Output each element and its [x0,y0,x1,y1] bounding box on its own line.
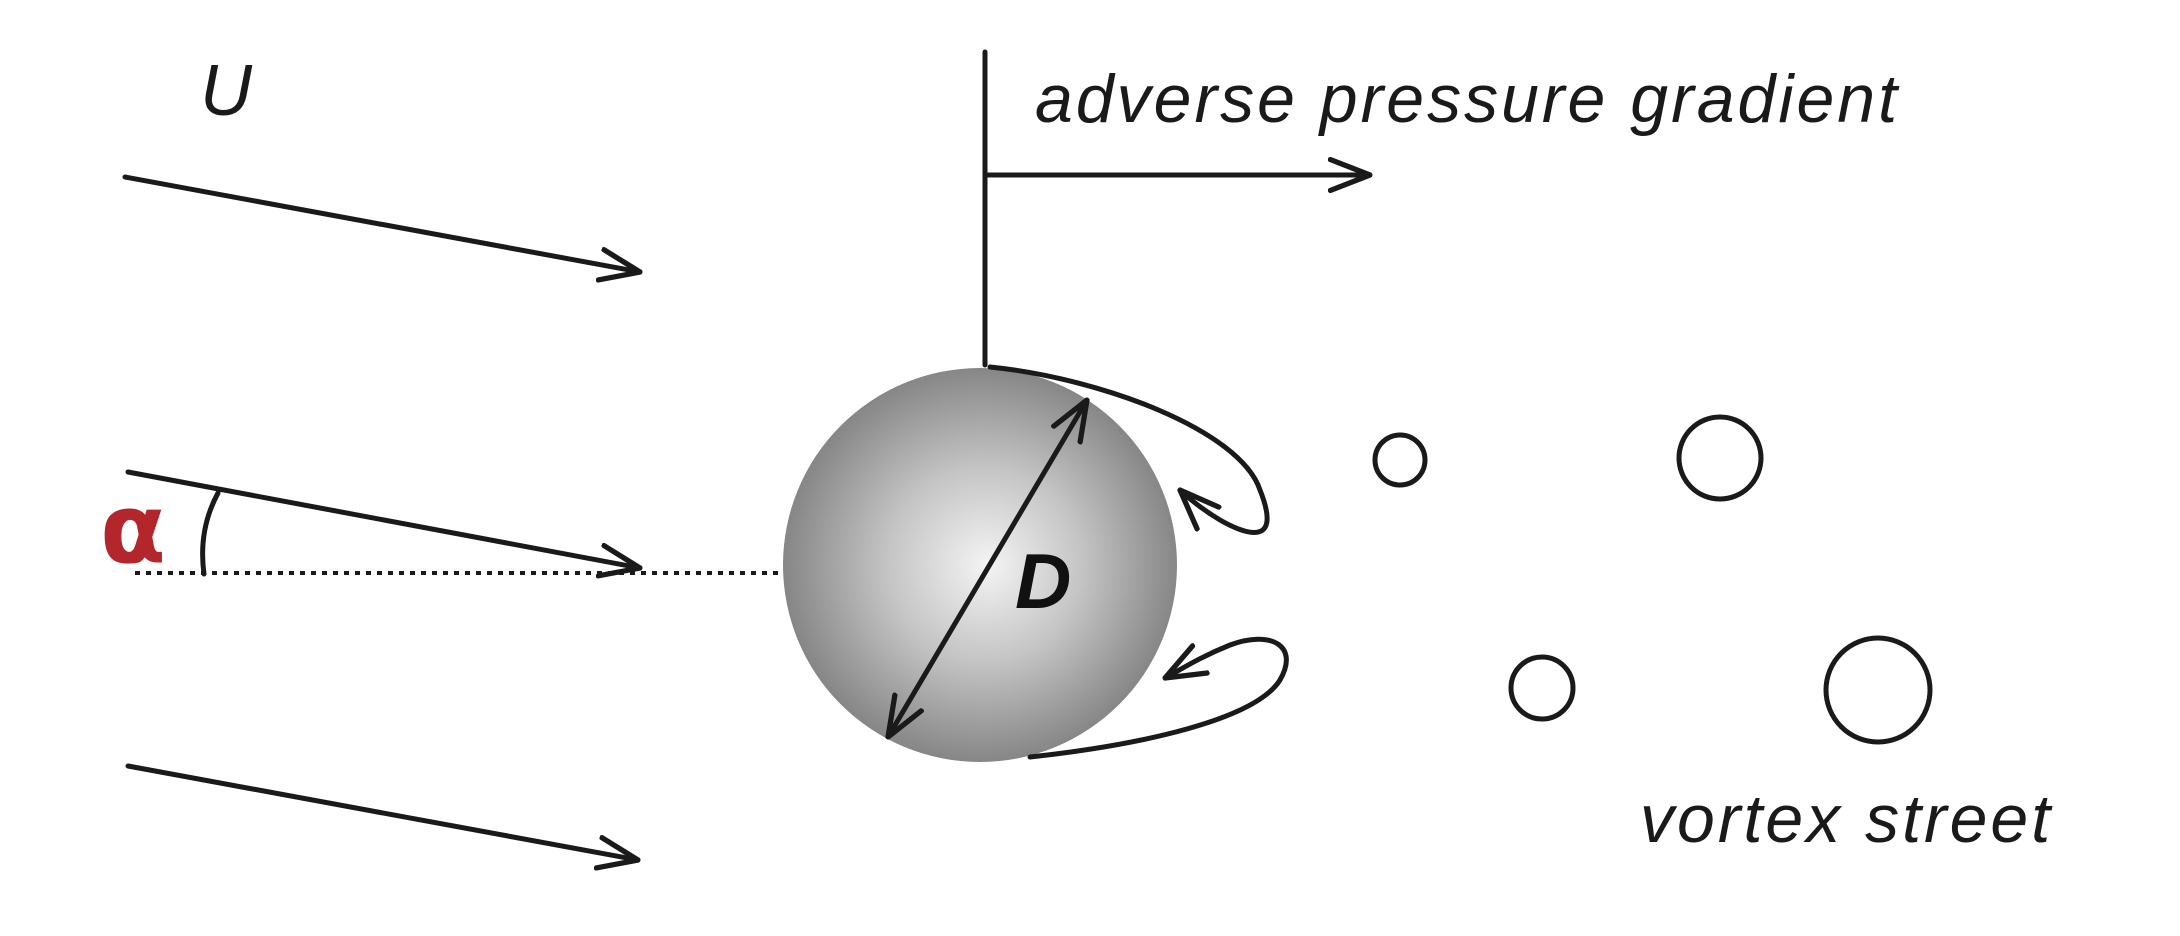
vortex-street-label: vortex street [1640,781,2053,857]
angle-arc [200,490,221,577]
freestream-arrow-middle [125,469,640,568]
diameter-arrow [888,400,1087,737]
freestream-velocity-label: U [200,51,253,131]
diameter-label: D [1015,537,1071,625]
freestream-arrow-bottom [125,763,638,860]
lower-recirculation-loop [1027,636,1289,760]
pressure-gradient-label: adverse pressure gradient [1035,61,1900,137]
vortex-lower-small [1508,654,1576,722]
angle-label: α [100,473,166,585]
vortex-lower-large [1823,635,1933,745]
freestream-arrow-top [122,174,640,272]
upper-recirculation-loop [987,364,1270,535]
vortex-upper-small [1372,432,1428,488]
sphere [783,368,1177,762]
vortex-upper-large [1676,414,1764,502]
